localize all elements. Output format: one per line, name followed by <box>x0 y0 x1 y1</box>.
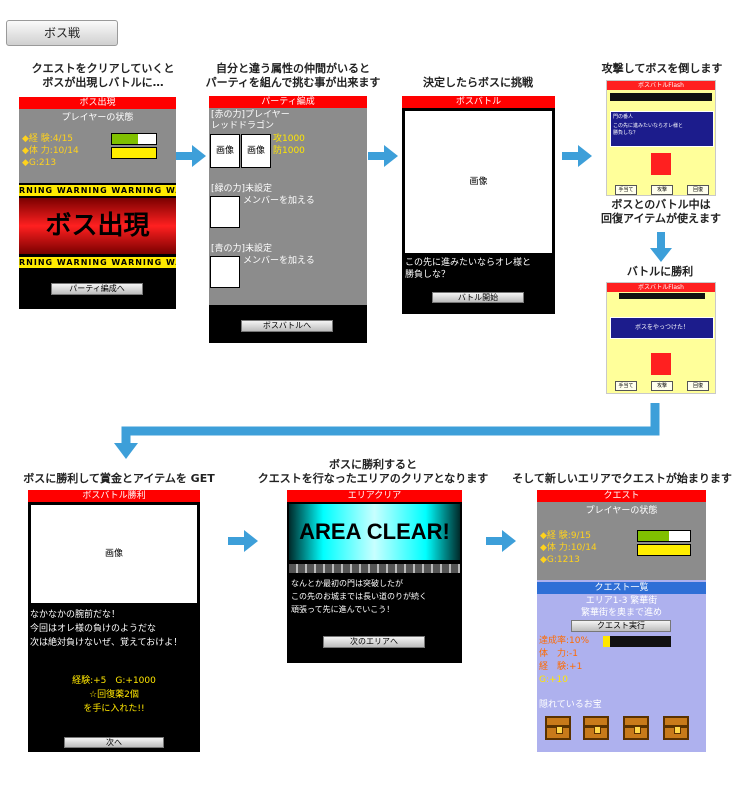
next-button[interactable]: 次へ <box>64 737 164 748</box>
enemy-hp-bar <box>610 93 712 101</box>
slot1-label: [赤の力]プレイヤー <box>211 110 290 120</box>
quest-hp-cost: 体 力:-1 <box>539 649 579 659</box>
status-stats: ◆経 験:9/15 ◆体 力:10/14 ◆G:1213 <box>540 531 597 565</box>
hidden-treasure-label: 隠れているお宝 <box>539 700 602 710</box>
heal-button[interactable]: 手当て <box>615 185 637 195</box>
caption-party: 自分と違う属性の仲間がいると パーティを組んで挑む事が出来ます <box>205 62 381 89</box>
message-window: 門の番人 この先に進みたいならオレ様と 勝負しな？ <box>610 111 714 147</box>
screen-title: ボスバトル <box>402 96 555 108</box>
screen-party: パーティ編成 [赤の力]プレイヤー レッドドラゴン 画像 画像 攻1000 防1… <box>209 96 367 343</box>
attack-button[interactable]: 攻撃 <box>651 185 673 195</box>
screen-flash-battle: ボスバトルFlash 門の番人 この先に進みたいならオレ様と 勝負しな？ 手当て… <box>606 80 716 196</box>
treasure-chest-icon <box>623 716 649 740</box>
arrow-down-icon <box>650 232 672 262</box>
status-subtitle: プレイヤーの状態 <box>585 506 658 516</box>
boss-dialog: なかなかの腕前だな！ 今回はオレ様の負けのようだな 次は絶対負けないぜ、覚えてお… <box>30 610 183 648</box>
party-panel: [赤の力]プレイヤー レッドドラゴン 画像 画像 攻1000 防1000 [緑の… <box>209 108 367 305</box>
progress-strip <box>289 564 460 573</box>
screen-title: ボス出現 <box>19 97 176 109</box>
warning-strip-top: RNING WARNING WARNING WARING WARNING WAR… <box>19 185 176 196</box>
attack-button[interactable]: 攻撃 <box>651 381 673 391</box>
battle-start-button[interactable]: バトル開始 <box>432 292 524 303</box>
screen-quest: クエスト プレイヤーの状態 ◆経 験:9/15 ◆体 力:10/14 ◆G:12… <box>537 490 706 752</box>
arrow-connector-icon <box>114 403 660 459</box>
caption-items: ボスとのバトル中は 回復アイテムが使えます <box>601 198 721 225</box>
slot3-image[interactable] <box>210 256 240 288</box>
party-button[interactable]: パーティ編成へ <box>51 283 143 295</box>
exp-bar <box>637 530 691 542</box>
achievement-rate: 達成率:10% <box>539 636 590 646</box>
caption-new-area: そして新しいエリアでクエストが始まります <box>512 472 732 485</box>
quest-exp-gain: 経 験:+1 <box>539 662 583 672</box>
screen-flash-win: ボスバトルFlash ボスをやっつけた！ 手当て 攻撃 回復 <box>606 282 716 394</box>
status-stats: ◆経 験:4/15 ◆体 力:10/14 ◆G:213 <box>22 134 79 168</box>
quest-desc: 繁華街を奥まで進め <box>580 608 662 618</box>
caption-challenge: 決定したらボスに挑戦 <box>423 76 533 89</box>
recover-button[interactable]: 回復 <box>687 381 709 391</box>
arrow-right-icon <box>228 530 258 552</box>
status-panel: プレイヤーの状態 ◆経 験:9/15 ◆体 力:10/14 ◆G:1213 <box>537 502 706 580</box>
enemy-hp-bar <box>619 293 705 299</box>
boss-sprite <box>651 353 671 375</box>
area-clear-banner: AREA CLEAR! <box>289 504 460 560</box>
achievement-bar <box>603 636 671 647</box>
reward-text: 経験:+5 G:+1000 ☆回復薬2個 を手に入れた!! <box>72 676 156 714</box>
quest-gold-gain: G:+10 <box>539 675 568 685</box>
caption-boss-appear: クエストをクリアしていくと ボスが出現しバトルに… <box>31 62 175 89</box>
attack-value: 攻1000 <box>273 134 305 144</box>
heal-button[interactable]: 手当て <box>615 381 637 391</box>
tab-boss-battle[interactable]: ボス戦 <box>6 20 118 46</box>
arrow-right-icon <box>562 145 592 167</box>
hp-bar <box>637 544 691 556</box>
screen-area-clear: エリアクリア AREA CLEAR! なんとか最初の門は突破したが この先のお城… <box>287 490 462 663</box>
quest-list-title: クエスト一覧 <box>537 582 706 594</box>
treasure-chest-icon <box>663 716 689 740</box>
boss-image: 画像 <box>30 504 198 604</box>
slot3-label: [青の力]未設定 <box>211 244 273 254</box>
slot2-label: [緑の力]未設定 <box>211 184 273 194</box>
boss-dialog: この先に進みたいならオレ様と 勝負しな？ <box>405 258 532 280</box>
caption-win: バトルに勝利 <box>626 265 694 278</box>
boss-battle-button[interactable]: ボスバトルへ <box>241 320 333 332</box>
slot1-name: レッドドラゴン <box>211 121 275 131</box>
quest-area: エリア1-3 繁華街 <box>585 596 658 606</box>
area-clear-text: なんとか最初の門は突破したが この先のお城までは長い道のりが続く 頑張って先に進… <box>291 579 427 614</box>
screen-title: ボスバトル勝利 <box>28 490 200 502</box>
quest-execute-button[interactable]: クエスト実行 <box>571 620 671 632</box>
boss-banner: ボス出現 <box>19 198 176 254</box>
next-area-button[interactable]: 次のエリアへ <box>323 636 425 648</box>
player-image: 画像 <box>210 134 240 168</box>
treasure-chest-icon <box>545 716 571 740</box>
arrow-right-icon <box>368 145 398 167</box>
caption-attack: 攻撃してボスを倒します <box>601 62 723 75</box>
add-member-link[interactable]: メンバーを加える <box>243 196 315 206</box>
recover-button[interactable]: 回復 <box>687 185 709 195</box>
caption-reward: ボスに勝利して賞金とアイテムを GET <box>23 472 215 485</box>
caption-area-clear: ボスに勝利すると クエストを行なったエリアのクリアとなります <box>257 458 489 485</box>
screen-boss-battle: ボスバトル 画像 この先に進みたいならオレ様と 勝負しな？ バトル開始 <box>402 96 555 314</box>
screen-title: エリアクリア <box>287 490 462 502</box>
screen-title: パーティ編成 <box>209 96 367 108</box>
dragon-image: 画像 <box>241 134 271 168</box>
arrow-right-icon <box>176 145 206 167</box>
slot2-image[interactable] <box>210 196 240 228</box>
screen-battle-win: ボスバトル勝利 画像 なかなかの腕前だな！ 今回はオレ様の負けのようだな 次は絶… <box>28 490 200 752</box>
status-subtitle: プレイヤーの状態 <box>61 113 134 123</box>
treasure-chest-icon <box>583 716 609 740</box>
screen-title: ボスバトルFlash <box>607 283 715 292</box>
exp-bar <box>111 133 157 145</box>
screen-title: クエスト <box>537 490 706 502</box>
warning-strip-bottom: RNING WARNING WARNING WARING WARNING WAR… <box>19 257 176 268</box>
message-window: ボスをやっつけた！ <box>610 317 714 339</box>
boss-sprite <box>651 153 671 175</box>
status-panel: プレイヤーの状態 ◆経 験:4/15 ◆体 力:10/14 ◆G:213 <box>19 109 176 183</box>
defense-value: 防1000 <box>273 146 305 156</box>
hp-bar <box>111 147 157 159</box>
add-member-link[interactable]: メンバーを加える <box>243 256 315 266</box>
screen-title: ボスバトルFlash <box>607 81 715 90</box>
boss-image: 画像 <box>404 110 553 254</box>
arrow-right-icon <box>486 530 516 552</box>
screen-boss-appear: ボス出現 プレイヤーの状態 ◆経 験:4/15 ◆体 力:10/14 ◆G:21… <box>19 97 176 309</box>
